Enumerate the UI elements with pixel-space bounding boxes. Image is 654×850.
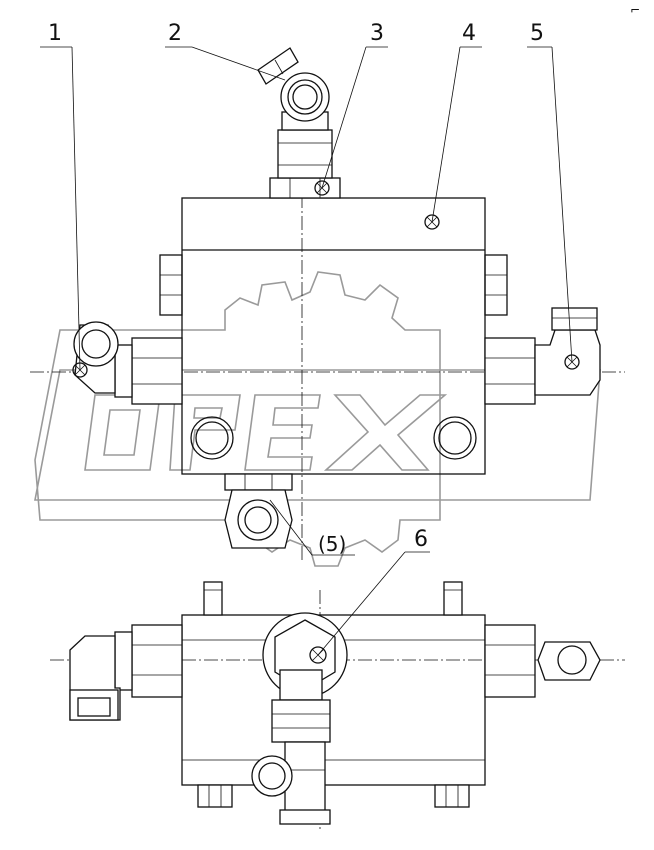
top-right-fitting xyxy=(484,624,601,698)
callout-2: 2 xyxy=(168,21,182,46)
callout-5-bracketed: (5) xyxy=(318,532,346,556)
bottom-fitting xyxy=(224,473,293,549)
top-fitting xyxy=(257,47,341,199)
watermark-letters xyxy=(84,394,448,471)
watermark-banner xyxy=(34,369,601,501)
top-view xyxy=(69,581,601,825)
corner-mark: ⌐ xyxy=(630,3,640,17)
callout-3: 3 xyxy=(370,21,384,46)
right-fitting xyxy=(484,307,601,405)
valve-body-top xyxy=(181,614,486,786)
callout-4: 4 xyxy=(462,21,476,46)
leader-lines xyxy=(40,46,573,656)
callout-5: 5 xyxy=(530,21,544,46)
callout-labels: 1 2 3 4 5 (5) 6 ⌐ xyxy=(48,3,640,556)
top-left-fitting xyxy=(69,624,183,721)
center-valve xyxy=(251,612,348,825)
callout-1: 1 xyxy=(48,21,62,46)
left-fitting xyxy=(72,321,183,405)
callout-6: 6 xyxy=(414,527,428,552)
front-view xyxy=(72,47,601,549)
watermark-logo xyxy=(34,271,601,567)
